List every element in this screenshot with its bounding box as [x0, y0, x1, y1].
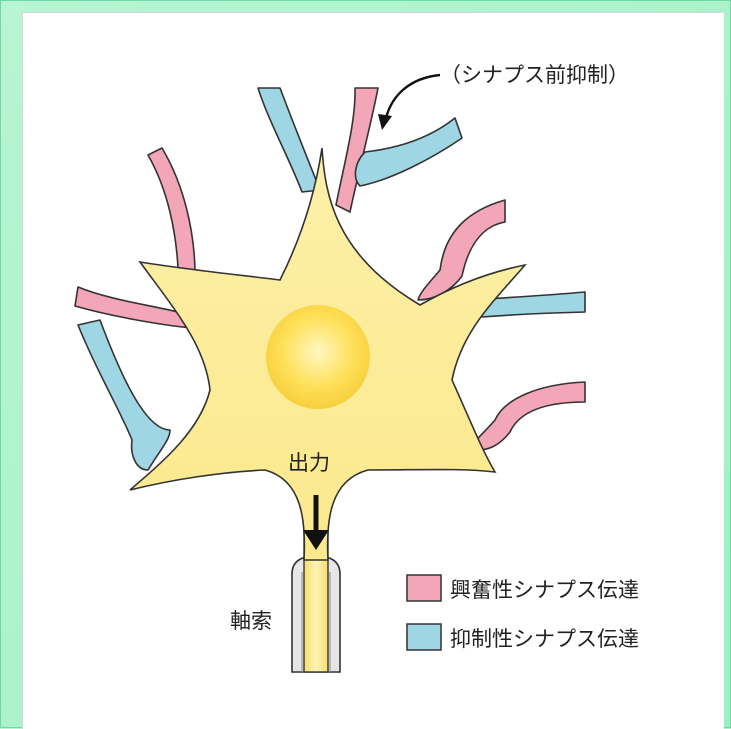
presynaptic-inhibition-label: （シナプス前抑制）	[440, 63, 629, 87]
excitatory-swatch	[406, 574, 442, 602]
legend-label-inhibitory: 抑制性シナプス伝達	[450, 627, 639, 651]
legend-label-excitatory: 興奮性シナプス伝達	[450, 578, 639, 602]
excitatory-terminal-right-upper	[417, 199, 506, 301]
inhibitory-terminal-presynaptic	[354, 117, 463, 187]
inhibitory-swatch	[406, 623, 442, 651]
excitatory-terminal-top	[335, 87, 379, 213]
output-arrow-icon	[303, 495, 329, 550]
inhibitory-terminal-left	[77, 319, 171, 471]
excitatory-terminal-upper-left	[147, 147, 196, 271]
excitatory-terminal-right-lower	[469, 381, 586, 452]
inhibitory-terminal-top-left	[257, 87, 321, 193]
legend-item-inhibitory: 抑制性シナプス伝達	[406, 623, 639, 651]
nucleus	[266, 305, 370, 409]
output-label: 出力	[288, 451, 330, 475]
legend-item-excitatory: 興奮性シナプス伝達	[406, 574, 639, 602]
axon-label: 軸索	[230, 609, 272, 633]
legend: 興奮性シナプス伝達 抑制性シナプス伝達	[406, 574, 639, 651]
curved-arrow-icon	[378, 73, 441, 130]
